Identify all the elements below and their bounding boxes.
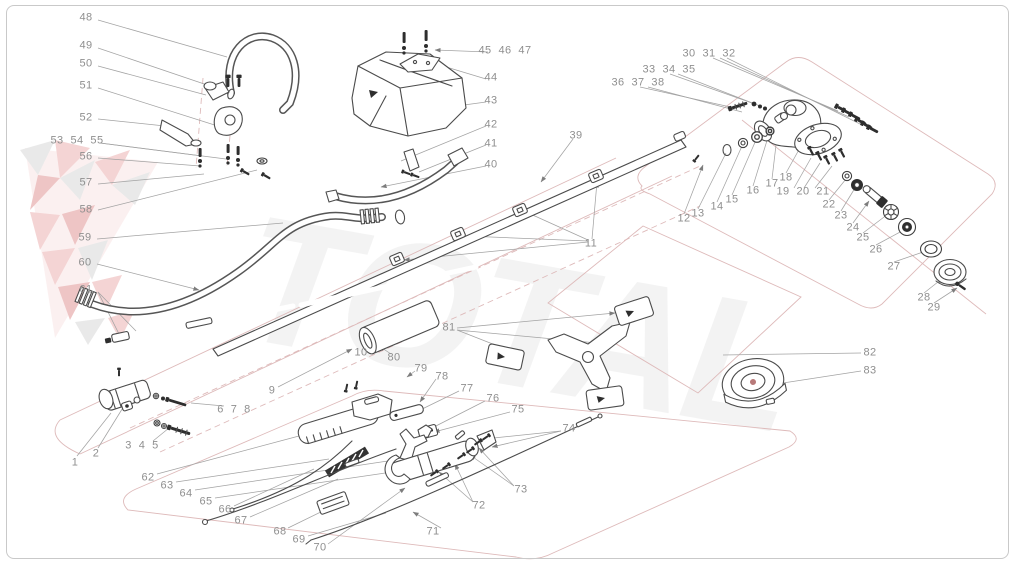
part-label-15: 15 bbox=[725, 193, 739, 206]
cutting-blade bbox=[485, 296, 654, 411]
part-label-28: 28 bbox=[917, 291, 931, 304]
part-label-63: 63 bbox=[160, 479, 174, 492]
part-label-48: 48 bbox=[79, 11, 93, 24]
part-label-1: 1 bbox=[71, 456, 79, 469]
part-label-73: 73 bbox=[514, 483, 528, 496]
part-label-77: 77 bbox=[460, 382, 474, 395]
shaft-coupler bbox=[98, 367, 191, 436]
part-label-74: 74 bbox=[562, 422, 576, 435]
part-label-14: 14 bbox=[710, 200, 724, 213]
part-label-67: 67 bbox=[234, 514, 248, 527]
part-label-78: 78 bbox=[435, 370, 449, 383]
part-label-62: 62 bbox=[141, 471, 155, 484]
part-label-75: 75 bbox=[511, 403, 525, 416]
part-label-13: 13 bbox=[691, 207, 705, 220]
part-label-70: 70 bbox=[313, 541, 327, 554]
part-label-18: 18 bbox=[779, 171, 793, 184]
trimmer-head bbox=[721, 358, 787, 409]
part-label-76: 76 bbox=[486, 392, 500, 405]
part-label-3: 3 4 5 bbox=[125, 439, 159, 452]
part-label-53: 53 54 55 bbox=[50, 134, 104, 147]
part-label-27: 27 bbox=[887, 260, 901, 273]
part-label-23: 23 bbox=[834, 209, 848, 222]
part-label-9: 9 bbox=[268, 384, 276, 397]
part-label-60: 60 bbox=[78, 256, 92, 269]
part-label-16: 16 bbox=[746, 184, 760, 197]
loop-handle-assembly bbox=[159, 32, 300, 181]
part-label-39: 39 bbox=[569, 129, 583, 142]
part-label-6: 6 7 8 bbox=[217, 403, 251, 416]
part-label-66: 66 bbox=[218, 503, 232, 516]
part-label-79: 79 bbox=[414, 362, 428, 375]
part-label-58: 58 bbox=[79, 203, 93, 216]
part-label-12: 12 bbox=[677, 212, 691, 225]
part-label-42: 42 bbox=[484, 118, 498, 131]
part-label-61: 61 bbox=[79, 283, 93, 296]
part-label-22: 22 bbox=[822, 198, 836, 211]
part-label-68: 68 bbox=[273, 525, 287, 538]
part-label-19: 19 20 21 bbox=[776, 185, 830, 198]
part-label-36: 36 37 38 bbox=[611, 76, 665, 89]
part-label-65: 65 bbox=[199, 495, 213, 508]
part-label-59: 59 bbox=[78, 231, 92, 244]
construction-lines bbox=[54, 57, 996, 560]
part-label-49: 49 bbox=[79, 39, 93, 52]
part-label-43: 43 bbox=[484, 94, 498, 107]
part-label-41: 41 bbox=[484, 137, 498, 150]
gear-head-assembly bbox=[692, 99, 967, 291]
part-label-83: 83 bbox=[863, 364, 877, 377]
part-label-52: 52 bbox=[79, 111, 93, 124]
part-label-24: 24 bbox=[846, 221, 860, 234]
parts-artwork bbox=[74, 30, 967, 545]
part-label-51: 51 bbox=[79, 79, 93, 92]
part-label-50: 50 bbox=[79, 57, 93, 70]
part-label-40: 40 bbox=[484, 158, 498, 171]
part-label-64: 64 bbox=[179, 487, 193, 500]
part-label-81: 81 bbox=[442, 321, 456, 334]
part-label-2: 2 bbox=[92, 447, 100, 460]
part-label-57: 57 bbox=[79, 176, 93, 189]
part-label-25: 25 bbox=[856, 231, 870, 244]
flexible-shaft-assembly bbox=[74, 207, 479, 346]
part-label-80: 80 bbox=[387, 351, 401, 364]
part-label-71: 71 bbox=[426, 525, 440, 538]
part-label-69: 69 bbox=[292, 533, 306, 546]
part-label-29: 29 bbox=[927, 301, 941, 314]
drive-shaft-tube bbox=[212, 130, 687, 357]
part-label-33: 33 34 35 bbox=[642, 63, 696, 76]
part-label-45: 45 46 47 bbox=[478, 44, 532, 57]
part-label-11: 11 bbox=[584, 237, 598, 250]
part-label-17: 17 bbox=[765, 177, 779, 190]
grease-tube bbox=[358, 300, 440, 355]
part-label-72: 72 bbox=[472, 499, 486, 512]
part-label-10: 10 bbox=[354, 346, 368, 359]
part-label-30: 30 31 32 bbox=[682, 47, 736, 60]
part-label-44: 44 bbox=[484, 71, 498, 84]
throttle-handle-assembly bbox=[201, 380, 603, 545]
part-label-56: 56 bbox=[79, 150, 93, 163]
blade-guard-assembly bbox=[325, 30, 469, 205]
part-label-82: 82 bbox=[863, 346, 877, 359]
part-label-26: 26 bbox=[869, 243, 883, 256]
